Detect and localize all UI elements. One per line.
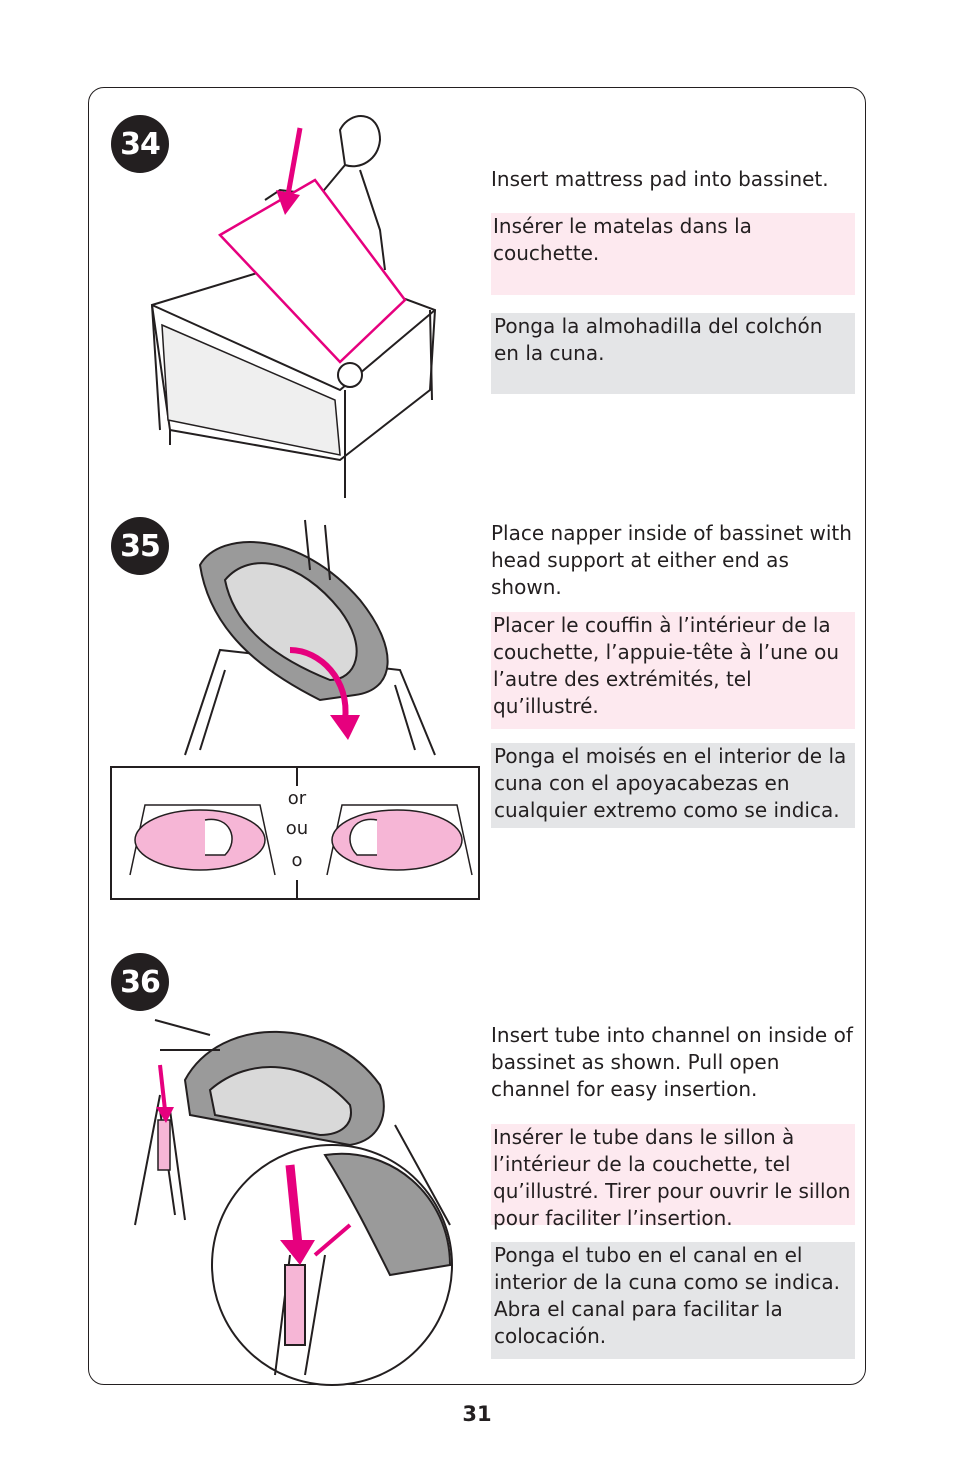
option-word-es: o (291, 850, 303, 871)
step-34-spanish-text: Ponga la almohadilla del colchón en la c… (491, 313, 855, 394)
step-34-french-text: Insérer le matelas dans la couchette. (491, 213, 855, 295)
step-36-spanish-text: Ponga el tubo en el canal en el interior… (491, 1242, 855, 1359)
napper-left-option (129, 804, 276, 876)
page-number: 31 (462, 1402, 492, 1426)
step-35-badge: 35 (111, 517, 169, 575)
step-36-badge: 36 (111, 953, 169, 1011)
step-34-badge: 34 (111, 115, 169, 173)
step-35-options-box (110, 766, 480, 900)
step-34-english-text: Insert mattress pad into bassinet. (491, 167, 829, 191)
option-word-en: or (287, 788, 307, 809)
step-36-english-text: Insert tube into channel on inside of ba… (491, 1023, 853, 1101)
step-34-illustration (150, 115, 437, 498)
napper-right-option (326, 804, 473, 876)
step-35-english-text: Place napper inside of bassinet with hea… (491, 521, 852, 599)
option-word-fr: ou (285, 818, 309, 839)
page-frame (88, 87, 866, 1385)
step-35-spanish-text: Ponga el moisés en el interior de la cun… (491, 743, 855, 828)
step-35-illustration (184, 519, 436, 756)
step-36-illustration (134, 1019, 453, 1386)
step-36-french-text: Insérer le tube dans le sillon à l’intér… (491, 1124, 855, 1230)
step-35-french-text: Placer le couffin à l’intérieur de la co… (491, 612, 855, 729)
